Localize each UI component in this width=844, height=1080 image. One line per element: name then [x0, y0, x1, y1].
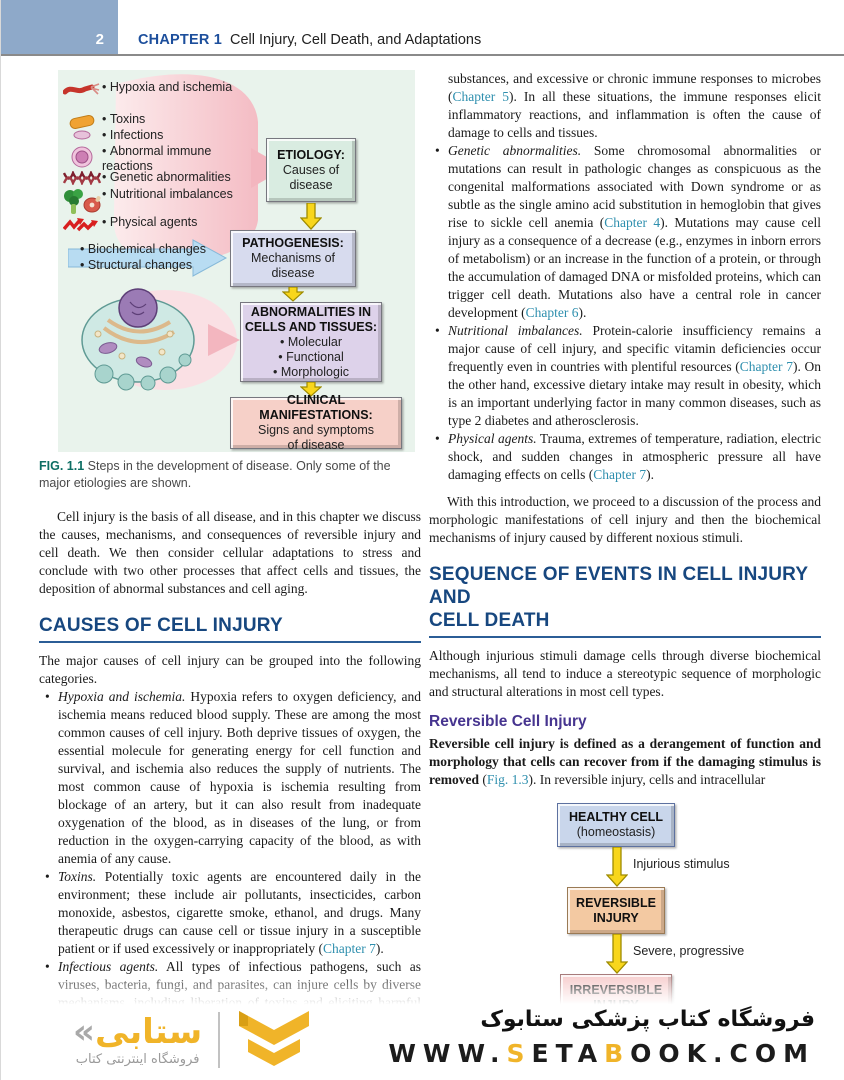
- cross-reference-link[interactable]: Chapter 5: [452, 89, 510, 104]
- microbe-icon: [62, 129, 102, 141]
- abnormalities-box: ABNORMALITIES IN CELLS AND TISSUES: Mole…: [240, 302, 382, 382]
- toxins-item: Toxins: [62, 112, 234, 131]
- pill-icon: [62, 113, 102, 131]
- genetic-item: Genetic abnormalities: [62, 170, 234, 185]
- cross-reference-link[interactable]: Chapter 6: [525, 305, 579, 320]
- cross-reference-link[interactable]: Chapter 4: [604, 215, 661, 230]
- blue-bullet-2: Structural changes: [80, 258, 192, 273]
- infections-item: Infections: [62, 128, 234, 143]
- left-column: Hypoxia and ischemia Toxins Infections A…: [39, 70, 421, 1080]
- running-head: CHAPTER 1 Cell Injury, Cell Death, and Ad…: [138, 32, 481, 48]
- causes-intro: The major causes of cell injury can be g…: [39, 653, 421, 686]
- cross-reference-link[interactable]: Chapter 7: [739, 359, 793, 374]
- sequence-heading: SEQUENCE OF EVENTS IN CELL INJURY AND CE…: [429, 563, 821, 638]
- figure-1-1-caption: FIG. 1.1 Steps in the development of dis…: [39, 459, 391, 490]
- physical-item: Physical agents: [62, 215, 234, 232]
- reversible-injury-box: REVERSIBLE INJURY: [567, 887, 665, 934]
- setabook-logo: «ستابی فروشگاه اینترنتی کتاب: [73, 1009, 314, 1071]
- reversible-heading: Reversible Cell Injury: [429, 713, 587, 730]
- down-arrow-icon: [300, 203, 322, 230]
- continuation-paragraph: substances, and excessive or chronic imm…: [448, 71, 821, 140]
- down-arrow-icon: [606, 847, 628, 887]
- logo-text-fa: ستابی: [94, 1011, 203, 1052]
- causes-heading: CAUSES OF CELL INJURY: [39, 614, 421, 643]
- list-item: Hypoxia and ischemia. Hypoxia refers to …: [45, 688, 421, 868]
- chapter-title: Cell Injury, Cell Death, and Adaptations: [229, 32, 482, 48]
- down-arrow-icon: [606, 934, 628, 974]
- sequence-intro: Although injurious stimuli damage cells …: [429, 648, 821, 699]
- page-header: 2 CHAPTER 1 Cell Injury, Cell Death, and …: [1, 0, 844, 56]
- cross-reference-link[interactable]: Chapter 7: [593, 467, 647, 482]
- cell-icon: [62, 145, 102, 169]
- healthy-cell-box: HEALTHY CELL (homeostasis): [557, 803, 675, 847]
- down-arrow-icon: [282, 287, 304, 302]
- transition-paragraph: With this introduction, we proceed to a …: [429, 494, 821, 545]
- injurious-stimulus-label: Injurious stimulus: [633, 857, 730, 871]
- blue-bullet-1: Biochemical changes: [80, 242, 206, 257]
- page-number-block: 2: [1, 0, 118, 54]
- cross-reference-link[interactable]: Fig. 1.3: [486, 772, 529, 787]
- chevron-emblem-icon: [239, 1011, 310, 1066]
- store-title-fa: فروشگاه کتاب پزشکی ستابوک: [480, 1007, 815, 1032]
- logo-chevron-glyph: «: [73, 1011, 95, 1052]
- causes-bullet-list-continued: Genetic abnormalities. Some chromosomal …: [429, 142, 821, 484]
- severe-progressive-label: Severe, progressive: [633, 944, 745, 958]
- watermark-footer: «ستابی فروشگاه اینترنتی کتاب فروشگاه کتا…: [1, 1005, 844, 1080]
- website-url: WWW.SETABOOK.COM: [388, 1039, 815, 1068]
- list-item: Genetic abnormalities. Some chromosomal …: [435, 142, 821, 322]
- blood-vessel-icon: [62, 81, 102, 99]
- etiology-item: Hypoxia and ischemia: [62, 80, 234, 99]
- logo-divider: [218, 1012, 221, 1068]
- pathogenesis-box: PATHOGENESIS: Mechanisms of disease: [230, 230, 356, 287]
- clinical-box: CLINICAL MANIFESTATIONS: Signs and sympt…: [230, 393, 402, 452]
- footer-right: فروشگاه کتاب پزشکی ستابوک WWW.SETABOOK.C…: [388, 1005, 815, 1068]
- reversible-paragraph: Reversible cell injury is defined as a d…: [429, 736, 821, 787]
- right-column: substances, and excessive or chronic imm…: [429, 70, 821, 1080]
- page-number: 2: [95, 31, 104, 48]
- list-item: Physical agents. Trauma, extremes of tem…: [435, 430, 821, 484]
- chapter-label: CHAPTER 1: [138, 32, 222, 48]
- etiology-box: ETIOLOGY: Causes of disease: [266, 138, 356, 202]
- logo-tagline-fa: فروشگاه اینترنتی کتاب: [75, 1051, 200, 1067]
- food-icon: [62, 188, 102, 218]
- cell-illustration: [81, 288, 240, 391]
- figure-1-1: Hypoxia and ischemia Toxins Infections A…: [58, 70, 415, 452]
- zigzag-arrows-icon: [62, 216, 102, 232]
- dna-icon: [62, 171, 102, 185]
- intro-paragraph: Cell injury is the basis of all disease,…: [39, 509, 421, 596]
- down-arrow-icon: [300, 382, 322, 397]
- list-item: Nutritional imbalances. Protein-calorie …: [435, 322, 821, 430]
- list-item: Toxins. Potentially toxic agents are enc…: [45, 868, 421, 958]
- logo-wordmark: «ستابی فروشگاه اینترنتی کتاب: [73, 1014, 202, 1067]
- nutrition-item: Nutritional imbalances: [62, 187, 234, 218]
- cross-reference-link[interactable]: Chapter 7: [323, 941, 376, 956]
